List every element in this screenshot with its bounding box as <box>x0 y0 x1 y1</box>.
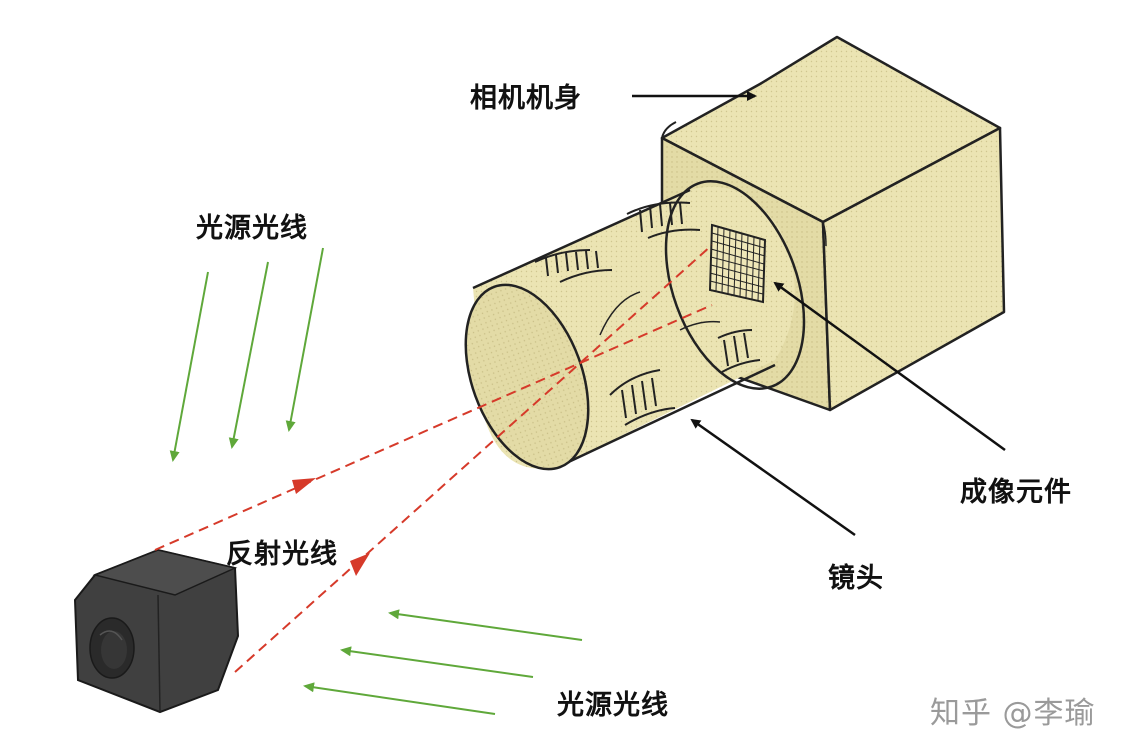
sensor-grid <box>708 223 767 304</box>
label-camera-body: 相机机身 <box>470 83 582 114</box>
label-light-source-top: 光源光线 <box>196 213 308 244</box>
label-reflected-light: 反射光线 <box>226 539 338 570</box>
pointer-lines <box>632 91 1006 537</box>
source-rays-bottom <box>303 609 583 715</box>
reflected-arrowhead-upper <box>292 478 316 494</box>
source-rays-top <box>169 247 324 462</box>
watermark: 知乎 @李瑜 <box>930 696 1096 731</box>
label-light-source-bottom: 光源光线 <box>557 690 669 721</box>
label-imaging-element: 成像元件 <box>960 477 1072 508</box>
reflected-arrowhead-lower <box>350 553 370 576</box>
label-lens: 镜头 <box>828 563 884 594</box>
reflected-rays <box>154 244 713 673</box>
hex-nut <box>73 548 240 714</box>
